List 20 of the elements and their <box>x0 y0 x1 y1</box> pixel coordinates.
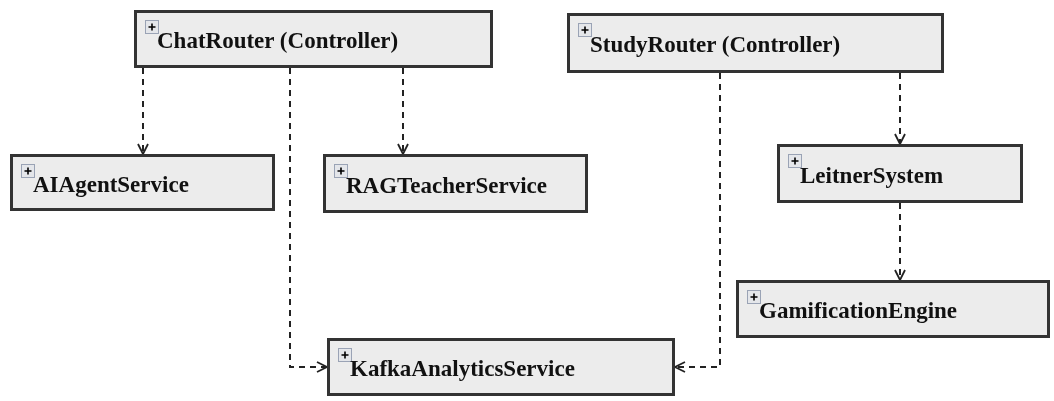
class-box <box>736 280 1050 338</box>
class-box <box>10 154 275 211</box>
class-box <box>134 10 493 68</box>
class-name: AIAgentService <box>33 171 189 198</box>
class-name: RAGTeacherService <box>346 172 547 199</box>
class-name: GamificationEngine <box>759 297 958 324</box>
dashed-arrow <box>894 202 906 281</box>
class-name: StudyRouter (Controller) <box>590 31 841 58</box>
class-box <box>323 154 588 213</box>
class-box <box>777 144 1023 203</box>
class-box <box>327 338 675 396</box>
dashed-arrow <box>894 72 906 145</box>
class-name: LeitnerSystem <box>800 162 944 189</box>
class-name: KafkaAnalyticsService <box>350 355 575 382</box>
dashed-arrow <box>137 67 149 155</box>
dashed-arrow <box>674 72 721 373</box>
dashed-arrow <box>397 67 409 155</box>
dashed-arrow <box>289 67 328 373</box>
class-box <box>567 13 944 73</box>
class-name: ChatRouter (Controller) <box>157 27 399 54</box>
